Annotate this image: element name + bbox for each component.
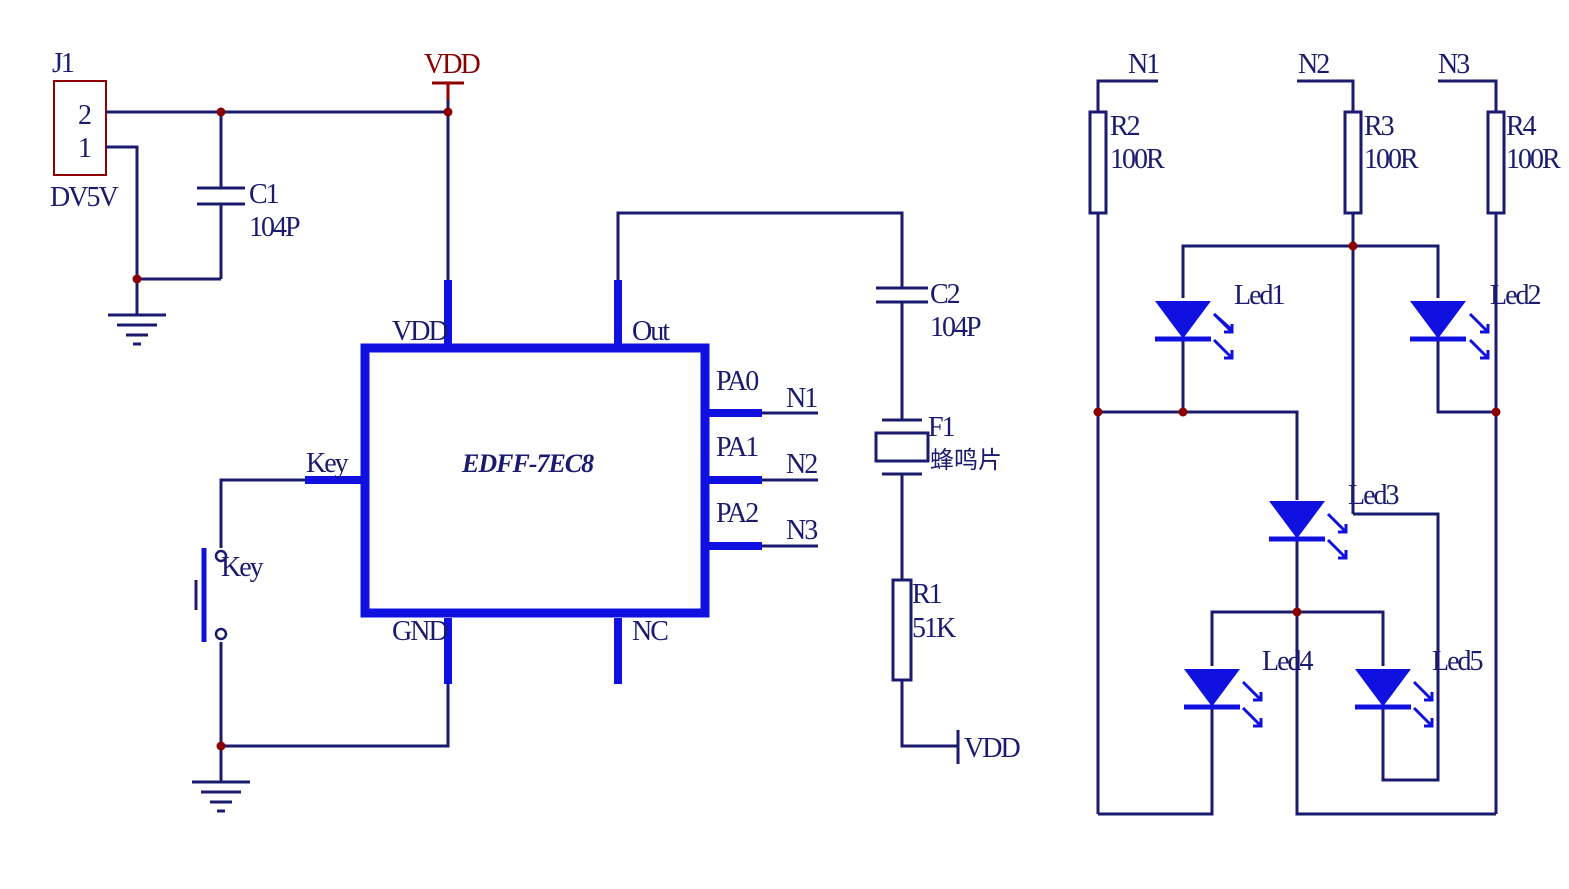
net-n1-label: N1 bbox=[1128, 49, 1159, 80]
buzzer-ref: F1 bbox=[928, 412, 955, 443]
resistor-r4: R4 100R bbox=[1486, 110, 1563, 215]
pin-key-label: Key bbox=[306, 448, 349, 479]
resistor-r2: R2 100R bbox=[1088, 110, 1167, 215]
led-2: Led2 bbox=[1410, 280, 1543, 360]
chip-edff-7ec8: EDFF-7EC8 bbox=[360, 343, 710, 618]
buzzer-value: 蜂鸣片 bbox=[930, 446, 1002, 474]
out-wiring bbox=[616, 211, 958, 748]
led-2-label: Led2 bbox=[1490, 280, 1541, 311]
net-n2-label: N2 bbox=[1298, 49, 1329, 80]
pin-vdd-label: VDD bbox=[392, 316, 448, 347]
led-4: Led4 bbox=[1184, 646, 1316, 728]
chip-net-n3: N3 bbox=[786, 515, 817, 546]
resistor-r1: R1 51K bbox=[891, 578, 958, 682]
led-matrix-wiring bbox=[1093, 213, 1501, 816]
chip-pins: VDD Out Key GND NC PA0 PA1 PA2 bbox=[305, 280, 762, 684]
capacitor-c1: C1 104P bbox=[197, 179, 302, 243]
vdd-right-symbol: VDD bbox=[956, 730, 1022, 764]
resistor-r3: R3 100R bbox=[1343, 110, 1421, 215]
net-n3-label: N3 bbox=[1438, 49, 1469, 80]
chip-name: EDFF-7EC8 bbox=[461, 449, 594, 478]
capacitor-c2: C2 104P bbox=[876, 279, 983, 343]
ground-symbol-1 bbox=[108, 313, 166, 346]
r3-ref: R3 bbox=[1364, 111, 1394, 142]
r4-ref: R4 bbox=[1506, 111, 1537, 142]
vdd-right-label: VDD bbox=[964, 733, 1020, 764]
led-3-label: Led3 bbox=[1348, 480, 1399, 511]
c2-ref: C2 bbox=[930, 279, 960, 310]
pin-pa0-label: PA0 bbox=[716, 366, 758, 397]
j1-pin2: 2 bbox=[78, 100, 91, 131]
j1-value: DV5V bbox=[50, 182, 118, 213]
led-1: Led1 bbox=[1155, 280, 1287, 360]
r1-ref: R1 bbox=[912, 579, 942, 610]
c1-ref: C1 bbox=[249, 179, 279, 210]
r2-ref: R2 bbox=[1110, 111, 1140, 142]
pin-out-label: Out bbox=[632, 316, 670, 347]
chip-net-n2: N2 bbox=[786, 449, 817, 480]
pin-gnd-label: GND bbox=[392, 616, 448, 647]
pin-pa2-label: PA2 bbox=[716, 498, 758, 529]
chip-net-n1: N1 bbox=[786, 383, 817, 414]
led-5: Led5 bbox=[1355, 646, 1485, 728]
c1-value: 104P bbox=[249, 212, 300, 243]
power-wiring bbox=[106, 96, 453, 315]
r4-value: 100R bbox=[1506, 144, 1561, 175]
led-3: Led3 bbox=[1269, 480, 1401, 560]
led-4-label: Led4 bbox=[1262, 646, 1314, 677]
key-switch: Key bbox=[194, 478, 450, 782]
j1-ref: J1 bbox=[52, 48, 74, 79]
chip-net-stubs: N1 N2 N3 bbox=[762, 383, 819, 548]
vdd-top-symbol: VDD bbox=[424, 49, 482, 100]
pin-nc-label: NC bbox=[632, 616, 668, 647]
key-switch-label: Key bbox=[221, 552, 264, 583]
buzzer-f1: F1 蜂鸣片 bbox=[874, 412, 1002, 476]
c2-value: 104P bbox=[930, 312, 981, 343]
connector-j1: J1 2 1 DV5V bbox=[50, 48, 120, 213]
led-5-label: Led5 bbox=[1432, 646, 1483, 677]
r1-value: 51K bbox=[912, 613, 956, 644]
vdd-top-label: VDD bbox=[424, 49, 480, 80]
pin-pa1-label: PA1 bbox=[716, 432, 758, 463]
ground-symbol-2 bbox=[192, 780, 250, 813]
led-1-label: Led1 bbox=[1234, 280, 1285, 311]
r2-value: 100R bbox=[1110, 144, 1165, 175]
led-matrix-nets: N1 N2 N3 bbox=[1096, 49, 1498, 112]
r3-value: 100R bbox=[1364, 144, 1419, 175]
j1-pin1: 1 bbox=[78, 133, 91, 164]
